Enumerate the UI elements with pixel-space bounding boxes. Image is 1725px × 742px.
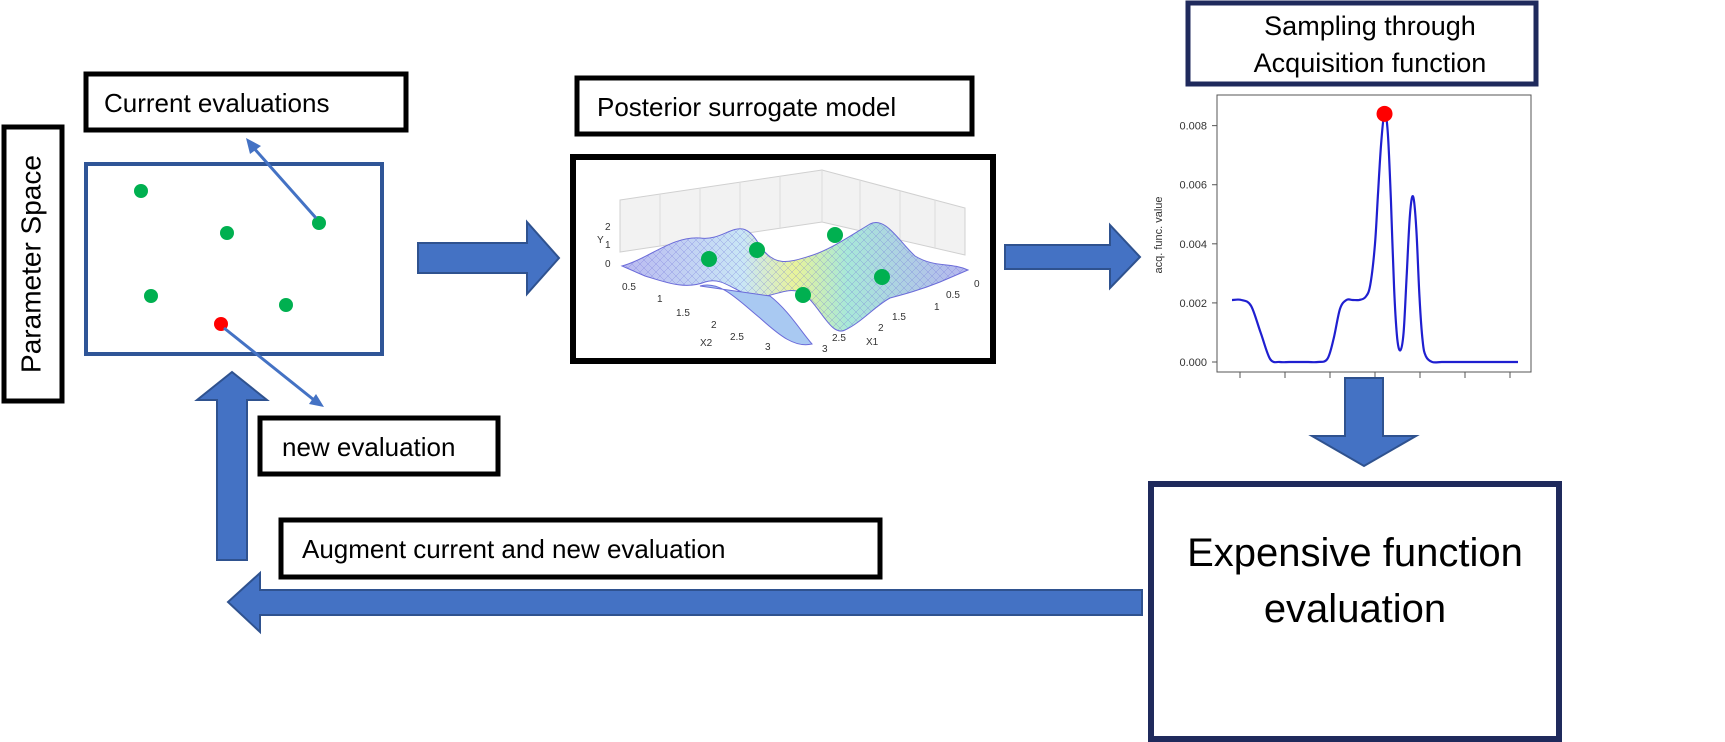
acq-max-point: [1376, 105, 1393, 122]
expensive-label-line1: Expensive function: [1187, 531, 1523, 575]
acq-y-tick-label: 0.006: [1179, 180, 1207, 192]
surface-x1-tick: 1.5: [892, 312, 906, 323]
surface-x1-tick: 0.5: [946, 290, 960, 301]
sampling-acquisition-box: Sampling through Acquisition function: [1185, 0, 1539, 87]
surface-x1-axis-label: X1: [866, 337, 879, 348]
surrogate-surface-mesh: [622, 222, 968, 332]
surface-x1-tick: 2.5: [832, 333, 846, 344]
surface-y-tick: 0: [605, 259, 611, 270]
surface-x1-tick: 1: [934, 302, 940, 313]
expensive-evaluation-box: Expensive function evaluation: [1148, 481, 1562, 742]
surface-grid-lines: [659, 170, 936, 248]
acq-y-axis-label: acq. func. value: [1153, 196, 1165, 273]
parameter-space-label-box: Parameter Space: [1, 124, 65, 404]
acq-y-tick-label: 0.000: [1179, 357, 1207, 369]
acq-plot-frame: [1216, 94, 1532, 373]
surface-x1-tick: 3: [822, 344, 828, 355]
current-evaluations-label: Current evaluations: [104, 88, 329, 118]
current-evaluation-point: [220, 226, 234, 240]
augment-label: Augment current and new evaluation: [302, 534, 726, 564]
augment-box: Augment current and new evaluation: [278, 517, 883, 580]
surface-y-axis-label: Y: [597, 235, 604, 246]
surface-x2-tick: 1.5: [676, 308, 690, 319]
arrow-up-to-parameter-space: [194, 370, 270, 561]
new-evaluation-box: new evaluation: [257, 415, 501, 477]
surface-x2-tick: 0.5: [622, 282, 636, 293]
surface-evaluation-point: [874, 269, 890, 285]
current-evaluations-pointer: [246, 138, 318, 219]
acq-y-tick-label: 0.008: [1179, 121, 1207, 133]
current-evaluation-point: [134, 184, 148, 198]
surface-x1-tick: 0: [974, 279, 980, 290]
arrow-to-surrogate: [417, 219, 561, 297]
surface-x2-tick: 3: [765, 342, 771, 353]
surface-x1-tick: 2: [878, 323, 884, 334]
expensive-label-line2: evaluation: [1264, 587, 1446, 631]
surrogate-ridge: [699, 284, 813, 346]
acquisition-function-chart: acq. func. value 0.0000.0020.0040.0060.0…: [1153, 94, 1532, 378]
surface-x2-tick: 2: [711, 320, 717, 331]
posterior-surrogate-label: Posterior surrogate model: [597, 92, 896, 122]
surface-x2-tick: 1: [657, 294, 663, 305]
current-evaluation-point: [279, 298, 293, 312]
new-evaluation-pointer: [223, 326, 324, 407]
sampling-label-line2: Acquisition function: [1254, 48, 1487, 78]
acq-y-ticks: 0.000 0.002 0.004 0.006 0.008: [1179, 121, 1217, 369]
sampling-label-line1: Sampling through: [1264, 11, 1476, 41]
posterior-surrogate-label-box: Posterior surrogate model: [574, 75, 975, 137]
surface-evaluation-point: [795, 287, 811, 303]
arrow-to-acquisition: [1004, 222, 1142, 291]
surrogate-model-panel: Y 2 1 0 0.5 1 1.5 2 2.5 3 X2 0 0.5 1 1.5…: [570, 154, 996, 364]
current-evaluation-point: [144, 289, 158, 303]
surface-y-tick: 2: [605, 222, 611, 233]
surface-evaluation-point: [749, 242, 765, 258]
arrow-back-left: [226, 570, 1143, 635]
parameter-space-label: Parameter Space: [15, 155, 46, 373]
current-evaluations-box: Current evaluations: [83, 71, 409, 133]
surface-x2-axis-label: X2: [700, 338, 713, 349]
acq-y-tick-label: 0.002: [1179, 298, 1207, 310]
new-evaluation-label: new evaluation: [282, 432, 455, 462]
current-evaluation-point: [312, 216, 326, 230]
surface-y-tick: 1: [605, 240, 611, 251]
surface-evaluation-point: [701, 251, 717, 267]
surface-x2-tick: 2.5: [730, 332, 744, 343]
parameter-space-panel: [84, 162, 384, 356]
arrow-to-expensive: [1308, 377, 1420, 468]
acq-y-tick-label: 0.004: [1179, 239, 1207, 251]
acq-x-ticks: [1239, 372, 1511, 378]
surface-evaluation-point: [827, 227, 843, 243]
